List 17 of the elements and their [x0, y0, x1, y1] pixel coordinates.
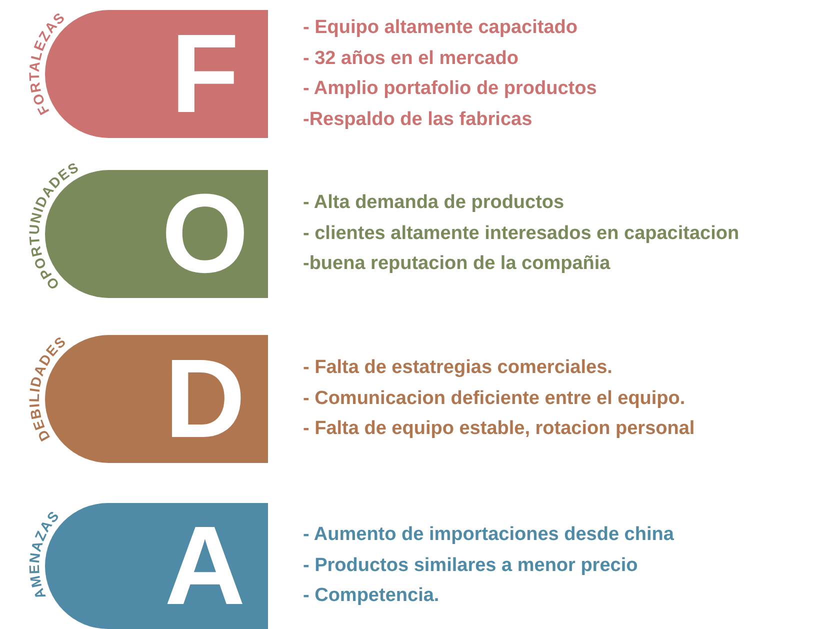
initial-letter: D [164, 343, 246, 455]
bullet-text: - Alta demanda de productos [303, 191, 564, 216]
bullet-text: - Comunicacion deficiente entre el equipo. [303, 386, 686, 411]
bullet-text: - Productos similares a menor precio [303, 554, 638, 578]
bullet-text: - 32 años en el mercado [303, 46, 518, 70]
bullet-text: - Aumento de importaciones desde china [303, 523, 674, 548]
bullet-text: - Falta de estatregias comerciales. [303, 356, 612, 380]
initial-letter: A [164, 510, 246, 622]
bullet-text: - Competencia. [303, 584, 440, 608]
bullet-text: -Respaldo de las fabricas [303, 108, 532, 132]
bullet-text: - Equipo altamente capacitado [303, 16, 578, 40]
bullet-text: - Falta de equipo estable, rotacion personal [303, 417, 695, 442]
initial-letter: F [170, 18, 240, 130]
bullet-text: - Amplio portafolio de productos [303, 77, 597, 101]
bullet-text: - clientes altamente interesados en capacitacion [303, 222, 740, 246]
initial-letter: O [160, 178, 250, 290]
bullet-text: -buena reputacion de la compañia [303, 252, 610, 276]
